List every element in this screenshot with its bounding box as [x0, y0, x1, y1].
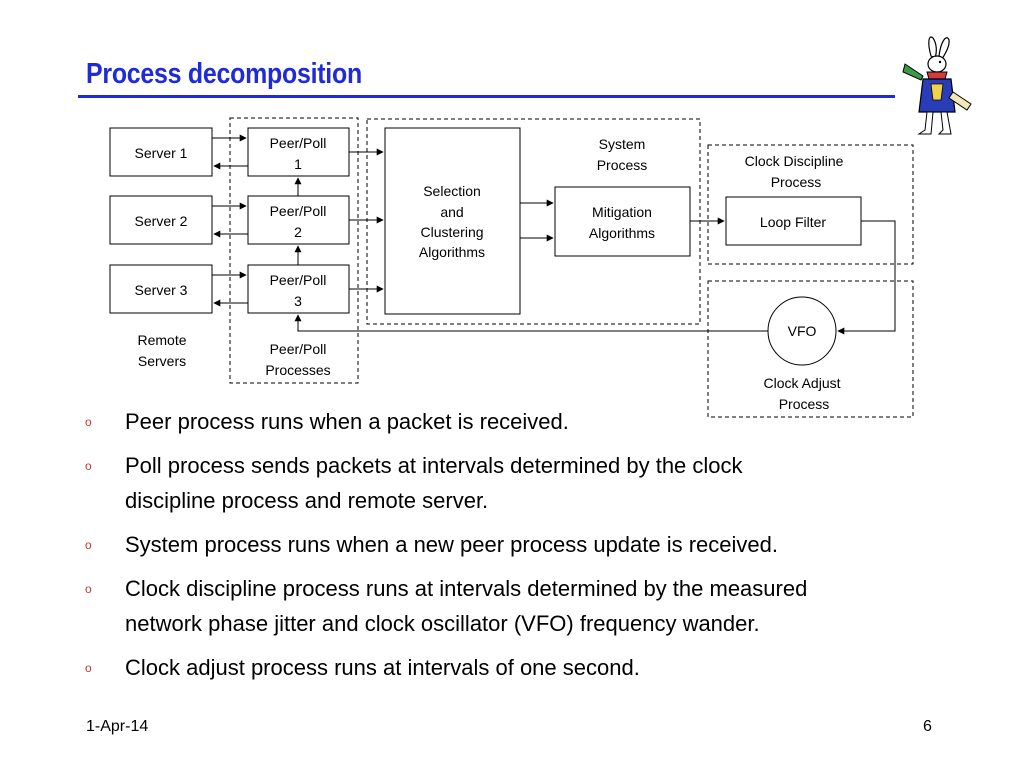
server-1-label: Server 1	[135, 145, 188, 161]
peer-poll-processes-label-line1: Peer/Poll	[270, 341, 327, 357]
peer-poll-3-label-line1: Peer/Poll	[270, 272, 327, 288]
loop-filter-label: Loop Filter	[760, 214, 826, 230]
mitigation-label-line2: Algorithms	[589, 225, 655, 241]
server-2-box	[109, 195, 213, 245]
bullet-item: o Poll process sends packets at interval…	[82, 448, 942, 518]
bullet-item: o Clock discipline process runs at inter…	[82, 571, 942, 641]
mitigation-algorithms-box	[554, 186, 691, 257]
slide-title: Process decomposition	[86, 58, 362, 90]
system-process-label-line1: System	[599, 136, 646, 152]
server-1-box	[109, 127, 213, 177]
bullet-marker: o	[85, 538, 92, 552]
bullet-text: Clock adjust process runs at intervals o…	[125, 655, 640, 680]
selection-label-line3: Clustering	[420, 224, 483, 240]
server-2-label: Server 2	[135, 213, 188, 229]
peer-poll-processes-group	[229, 117, 359, 384]
bullet-text: Peer process runs when a packet is recei…	[125, 409, 569, 434]
title-underline	[78, 95, 895, 98]
clock-adjust-label-line2: Process	[779, 396, 830, 412]
selection-clustering-box	[384, 127, 521, 315]
bullet-text-line1: Clock discipline process runs at interva…	[125, 576, 808, 601]
clock-discipline-group	[707, 144, 914, 265]
arrow-loop-filter-to-vfo	[837, 220, 896, 335]
clock-discipline-label-line1: Clock Discipline	[745, 153, 844, 169]
peer-poll-2-box	[247, 195, 350, 245]
bullet-text: System process runs when a new peer proc…	[125, 532, 778, 557]
peer-poll-1-label-line1: Peer/Poll	[270, 135, 327, 151]
bullet-marker: o	[85, 661, 92, 675]
system-process-label-line2: Process	[597, 157, 648, 173]
peer-poll-3-label-line2: 3	[294, 293, 302, 309]
selection-label-line2: and	[440, 204, 463, 220]
bullet-item: o System process runs when a new peer pr…	[82, 527, 942, 562]
clock-discipline-label-line2: Process	[771, 174, 822, 190]
peer-poll-processes-label-line2: Processes	[265, 362, 330, 378]
vfo-label: VFO	[788, 323, 817, 339]
footer-date: 1-Apr-14	[86, 718, 149, 735]
bullet-list: o Peer process runs when a packet is rec…	[82, 404, 942, 694]
remote-servers-label-line2: Servers	[138, 353, 186, 369]
selection-label-line4: Algorithms	[419, 244, 485, 260]
arrow-vfo-to-peer-poll	[294, 314, 768, 332]
bullet-text-line2: discipline process and remote server.	[125, 488, 489, 513]
server-3-label: Server 3	[135, 282, 188, 298]
bullet-text-line1: Poll process sends packets at intervals …	[125, 453, 743, 478]
bullet-marker: o	[85, 459, 92, 473]
selection-label-line1: Selection	[423, 183, 481, 199]
bullet-marker: o	[85, 415, 92, 429]
white-rabbit-icon	[902, 36, 972, 135]
peer-poll-2-label-line1: Peer/Poll	[270, 203, 327, 219]
bullet-item: o Peer process runs when a packet is rec…	[82, 404, 942, 439]
clock-adjust-label-line1: Clock Adjust	[763, 375, 840, 391]
loop-filter-box	[725, 196, 862, 246]
bullet-marker: o	[85, 582, 92, 596]
server-3-box	[109, 264, 213, 314]
page-number: 6	[923, 718, 932, 735]
peer-poll-1-label-line2: 1	[294, 156, 302, 172]
bullet-item: o Clock adjust process runs at intervals…	[82, 650, 942, 685]
remote-servers-label-line1: Remote	[137, 332, 186, 348]
clock-adjust-group	[707, 280, 914, 418]
bullet-text-line2: network phase jitter and clock oscillato…	[125, 611, 760, 636]
peer-poll-3-box	[247, 264, 350, 314]
peer-poll-1-box	[247, 127, 350, 177]
mitigation-label-line1: Mitigation	[592, 204, 652, 220]
peer-poll-2-label-line2: 2	[294, 224, 302, 240]
